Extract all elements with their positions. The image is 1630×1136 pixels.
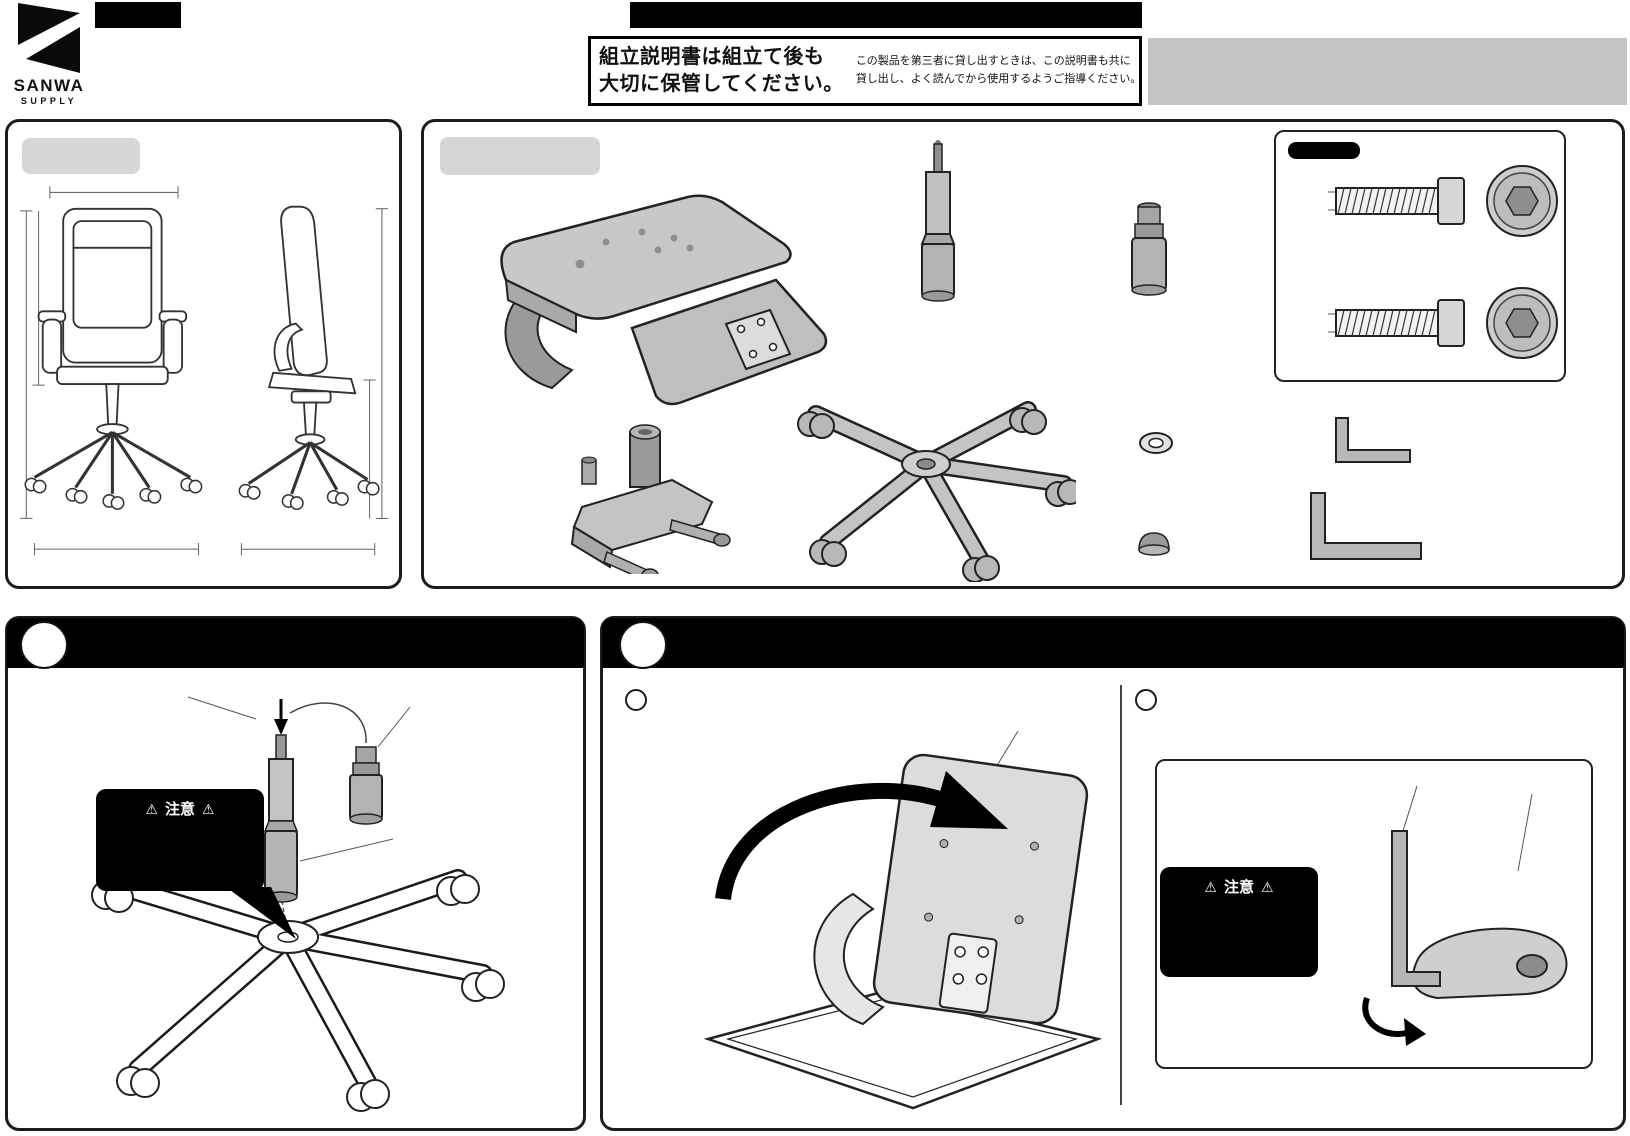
parts-panel-label (440, 137, 600, 175)
step-2-divider (1120, 685, 1122, 1105)
step-1-panel: ⚠ 注意 ⚠ (5, 616, 586, 1131)
tilt-mechanism-part (570, 424, 731, 574)
brand-wordmark: SANWA SUPPLY (8, 76, 90, 106)
gas-cylinder-part (920, 140, 956, 302)
step-2-panel: ⚠ 注意 ⚠ (600, 616, 1626, 1131)
step-1-number-circle (20, 621, 68, 669)
step-2-header-bar (602, 618, 1624, 668)
step-1-caution-pointer (226, 887, 296, 939)
substep-1-circle (625, 689, 647, 711)
header-title-bar (630, 2, 1142, 28)
step-1-header-bar (7, 618, 584, 668)
cap-part (1138, 532, 1170, 556)
screws-box (1274, 130, 1566, 382)
warning-icon: ⚠ (1261, 878, 1274, 895)
header-model-bar (95, 2, 181, 28)
brand-sub: SUPPLY (20, 96, 78, 106)
parts-panel (421, 119, 1625, 589)
step-2-flip-illustration (703, 730, 1103, 1110)
caution-label: 注意 (164, 801, 195, 818)
step-1-caution-box: ⚠ 注意 ⚠ (96, 789, 264, 891)
seat-assembly-part (500, 194, 828, 406)
step-2-caution-title: ⚠ 注意 ⚠ (1160, 867, 1318, 897)
step-2-number-circle (619, 621, 667, 669)
cylinder-cover-part (1131, 202, 1167, 296)
washer-part (1139, 432, 1173, 454)
hex-wrench-large-part (1310, 492, 1422, 560)
step-2-caution-box: ⚠ 注意 ⚠ (1160, 867, 1318, 977)
brand-name: SANWA (13, 76, 85, 95)
star-base-part (797, 401, 1076, 582)
dimensions-panel-label (22, 138, 140, 174)
substep-2-circle (1135, 689, 1157, 711)
notice-body: この製品を第三者に貸し出すときは、この説明書も共に 貸し出し、よく読んでから使用… (855, 55, 1142, 85)
warning-icon: ⚠ (1204, 878, 1217, 895)
notice-title: 組立説明書は組立て後も 大切に保管してください。 (599, 46, 844, 95)
step-2-detail-box: ⚠ 注意 ⚠ (1155, 759, 1593, 1069)
chair-side-view-diagram (238, 205, 389, 556)
caution-label: 注意 (1223, 879, 1254, 896)
screw-part-1 (1328, 165, 1558, 237)
warning-icon: ⚠ (202, 800, 215, 817)
screw-part-2 (1328, 287, 1558, 359)
warning-icon: ⚠ (145, 800, 158, 817)
dimensions-panel (5, 119, 402, 589)
step-2-wrench-illustration (1362, 785, 1568, 1046)
hex-wrench-small-part (1335, 417, 1411, 463)
sanwa-logo-mark (18, 3, 80, 73)
chair-front-view-diagram (20, 186, 203, 556)
keep-manual-notice: 組立説明書は組立て後も 大切に保管してください。 この製品を第三者に貸し出すとき… (588, 36, 1142, 106)
step-1-caution-title: ⚠ 注意 ⚠ (96, 789, 264, 819)
product-name-box (1148, 38, 1627, 105)
screws-box-label (1288, 142, 1360, 159)
